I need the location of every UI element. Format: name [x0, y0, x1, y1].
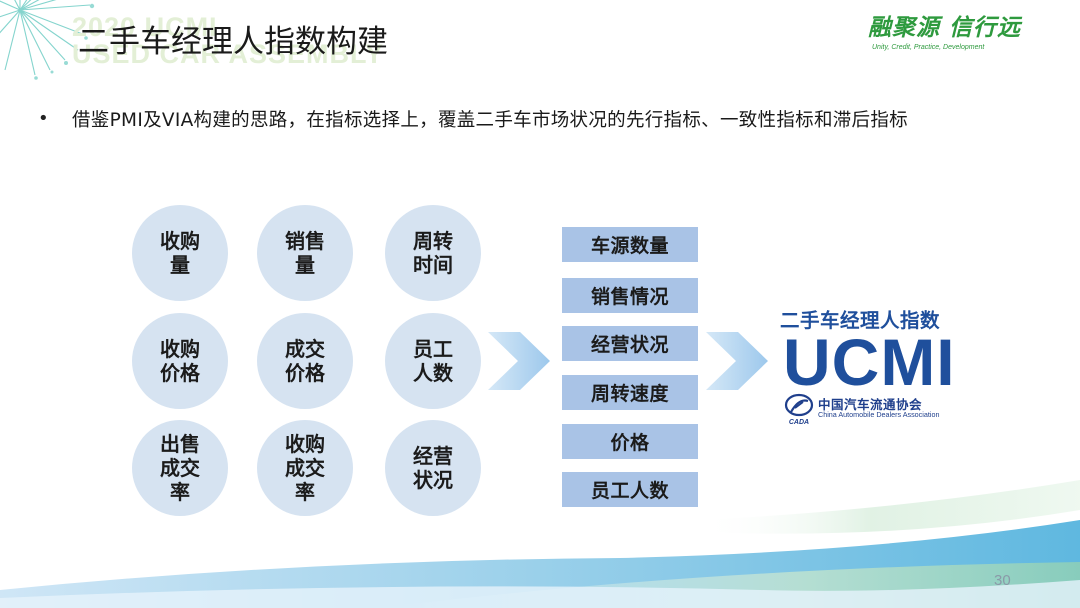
circle-purchase-deal-rate: 收购 成交 率 — [257, 420, 353, 516]
circle-label: 销售 量 — [285, 229, 325, 277]
circle-sale-deal-rate: 出售 成交 率 — [132, 420, 228, 516]
indicator-label: 销售情况 — [590, 286, 669, 308]
circle-deal-price: 成交 价格 — [257, 313, 353, 409]
indicator-box: 周转速度 — [562, 375, 698, 410]
circle-purchase-volume: 收购 量 — [132, 205, 228, 301]
indicator-label: 车源数量 — [590, 235, 669, 257]
circle-label: 收购 量 — [160, 229, 200, 277]
brand-logo: 融聚源 信行远 Unity, Credit, Practice, Develop… — [868, 14, 1048, 60]
page-number: 30 — [994, 572, 1011, 589]
indicator-box: 经营状况 — [562, 326, 698, 361]
circle-label: 收购 价格 — [160, 337, 200, 385]
indicator-box: 车源数量 — [562, 227, 698, 262]
chevron-right-icon — [488, 332, 550, 390]
indicator-label: 周转速度 — [590, 383, 669, 405]
circle-label: 员工 人数 — [413, 337, 453, 385]
circle-sales-volume: 销售 量 — [257, 205, 353, 301]
circle-purchase-price: 收购 价格 — [132, 313, 228, 409]
indicator-box: 销售情况 — [562, 278, 698, 313]
association-name-cn: 中国汽车流通协会 — [818, 397, 923, 412]
bullet-text: 借鉴PMI及VIA构建的思路，在指标选择上，覆盖二手车市场状况的先行指标、一致性… — [72, 110, 908, 131]
indicator-box: 价格 — [562, 424, 698, 459]
circle-label: 出售 成交 率 — [160, 432, 200, 504]
cada-emblem-icon: CADA — [784, 393, 814, 426]
bottom-wave-decoration — [0, 480, 1080, 608]
association-logo: CADA 中国汽车流通协会 China Automobile Dealers A… — [780, 392, 940, 428]
logo-tagline: Unity, Credit, Practice, Development — [872, 44, 985, 51]
circle-staff-count: 员工 人数 — [385, 313, 481, 409]
starburst-decoration — [0, 0, 95, 80]
indicator-box: 员工人数 — [562, 472, 698, 507]
circle-label: 周转 时间 — [413, 229, 453, 277]
circle-label: 成交 价格 — [285, 337, 325, 385]
chevron-right-icon — [706, 332, 768, 390]
page-title: 二手车经理人指数构建 — [78, 24, 388, 60]
bullet-marker: • — [38, 108, 49, 129]
ucmi-logo-text: UCMI — [783, 325, 956, 399]
circle-turnover-time: 周转 时间 — [385, 205, 481, 301]
indicator-label: 价格 — [610, 432, 650, 454]
logo-slogan: 融聚源 信行远 — [868, 15, 1022, 41]
circle-label: 收购 成交 率 — [285, 432, 325, 504]
circle-label: 经营 状况 — [413, 444, 453, 492]
indicator-label: 员工人数 — [590, 480, 669, 502]
association-name-en: China Automobile Dealers Association — [818, 410, 940, 419]
ucmi-title: 二手车经理人指数 — [780, 309, 941, 332]
circle-operating-status: 经营 状况 — [385, 420, 481, 516]
indicator-label: 经营状况 — [590, 334, 669, 356]
cada-abbr: CADA — [789, 419, 809, 426]
title-watermark: 2020 UCMI USED CAR ASSEMBLY — [72, 12, 385, 69]
